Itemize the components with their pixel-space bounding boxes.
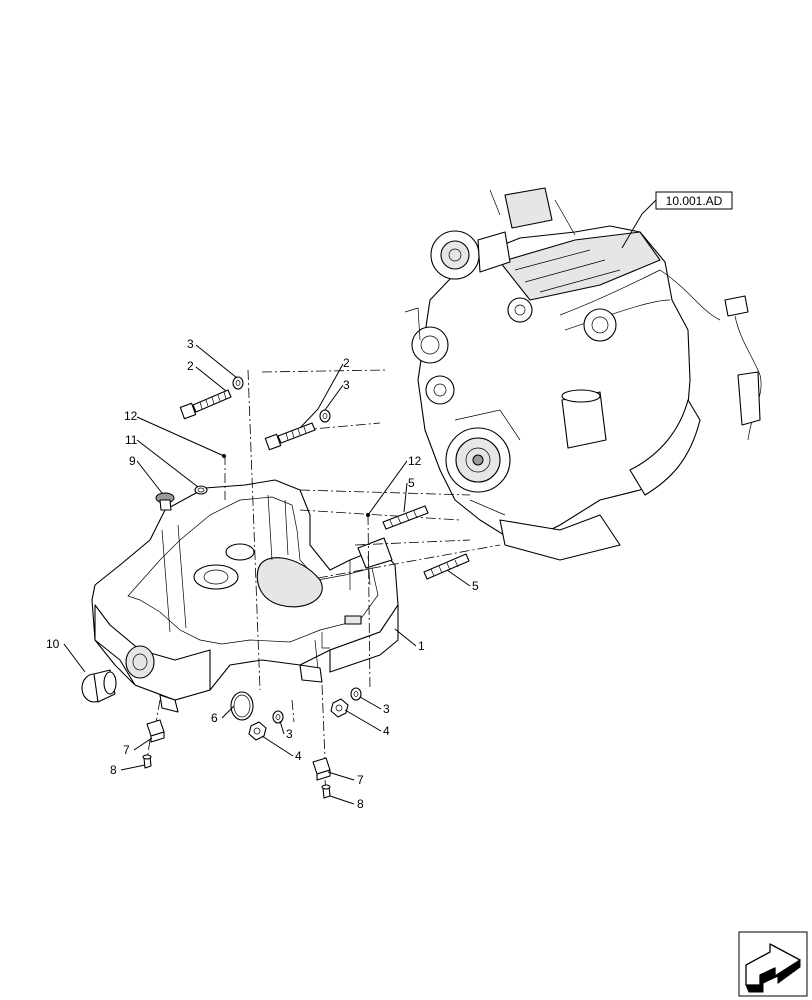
callout-3-lower-right: 3 bbox=[383, 702, 390, 716]
centerlines bbox=[146, 369, 501, 793]
washer-lower-center[interactable] bbox=[272, 710, 284, 724]
callout-2-top-right: 2 bbox=[343, 356, 350, 370]
sealing-plug[interactable] bbox=[194, 485, 208, 495]
front-axle-support bbox=[91, 479, 399, 713]
callout-3-top-right: 3 bbox=[343, 378, 350, 392]
callout-7-right: 7 bbox=[357, 773, 364, 787]
clip-left[interactable] bbox=[146, 719, 165, 743]
navigation-arrow-icon[interactable] bbox=[738, 931, 808, 997]
callout-3-top-left: 3 bbox=[187, 337, 194, 351]
callout-3-lower-center: 3 bbox=[286, 727, 293, 741]
callout-1: 1 bbox=[418, 639, 425, 653]
callout-8-right: 8 bbox=[357, 797, 364, 811]
callout-labels: 3 2 2 3 12 11 9 12 5 5 1 10 6 7 8 3 4 3 … bbox=[46, 337, 479, 811]
washer-top-left[interactable] bbox=[232, 376, 244, 390]
callout-5-lower: 5 bbox=[472, 579, 479, 593]
callout-11: 11 bbox=[125, 433, 138, 447]
bolt-right[interactable] bbox=[264, 422, 316, 451]
leader-lines bbox=[63, 344, 471, 805]
callout-4-lower-right: 4 bbox=[383, 724, 390, 738]
callout-2-top-left: 2 bbox=[187, 359, 194, 373]
callout-6: 6 bbox=[211, 711, 218, 725]
washer-lower-right[interactable] bbox=[350, 687, 362, 701]
stud-upper[interactable] bbox=[382, 505, 429, 530]
callout-4-lower-center: 4 bbox=[295, 749, 302, 763]
o-ring[interactable] bbox=[230, 691, 254, 721]
callout-7-left: 7 bbox=[123, 743, 130, 757]
callout-5-upper: 5 bbox=[408, 476, 415, 490]
callout-12-right: 12 bbox=[408, 454, 422, 468]
callout-12-left: 12 bbox=[124, 409, 138, 423]
screw-left[interactable] bbox=[142, 754, 152, 769]
cap[interactable] bbox=[81, 669, 117, 703]
bolt-left[interactable] bbox=[179, 389, 232, 420]
clip-right[interactable] bbox=[312, 757, 331, 781]
callout-10: 10 bbox=[46, 637, 60, 651]
screw-right[interactable] bbox=[321, 784, 331, 799]
callout-8-left: 8 bbox=[110, 763, 117, 777]
engine-assembly bbox=[404, 187, 762, 561]
nut-lower-right[interactable] bbox=[330, 698, 349, 718]
reference-label-text: 10.001.AD bbox=[666, 194, 723, 208]
callout-9: 9 bbox=[129, 454, 136, 468]
reference-label[interactable]: 10.001.AD bbox=[621, 191, 733, 249]
washer-top-right[interactable] bbox=[319, 409, 331, 423]
plug[interactable] bbox=[155, 492, 175, 511]
nut-lower-center[interactable] bbox=[248, 721, 267, 741]
stud-lower[interactable] bbox=[423, 553, 470, 580]
